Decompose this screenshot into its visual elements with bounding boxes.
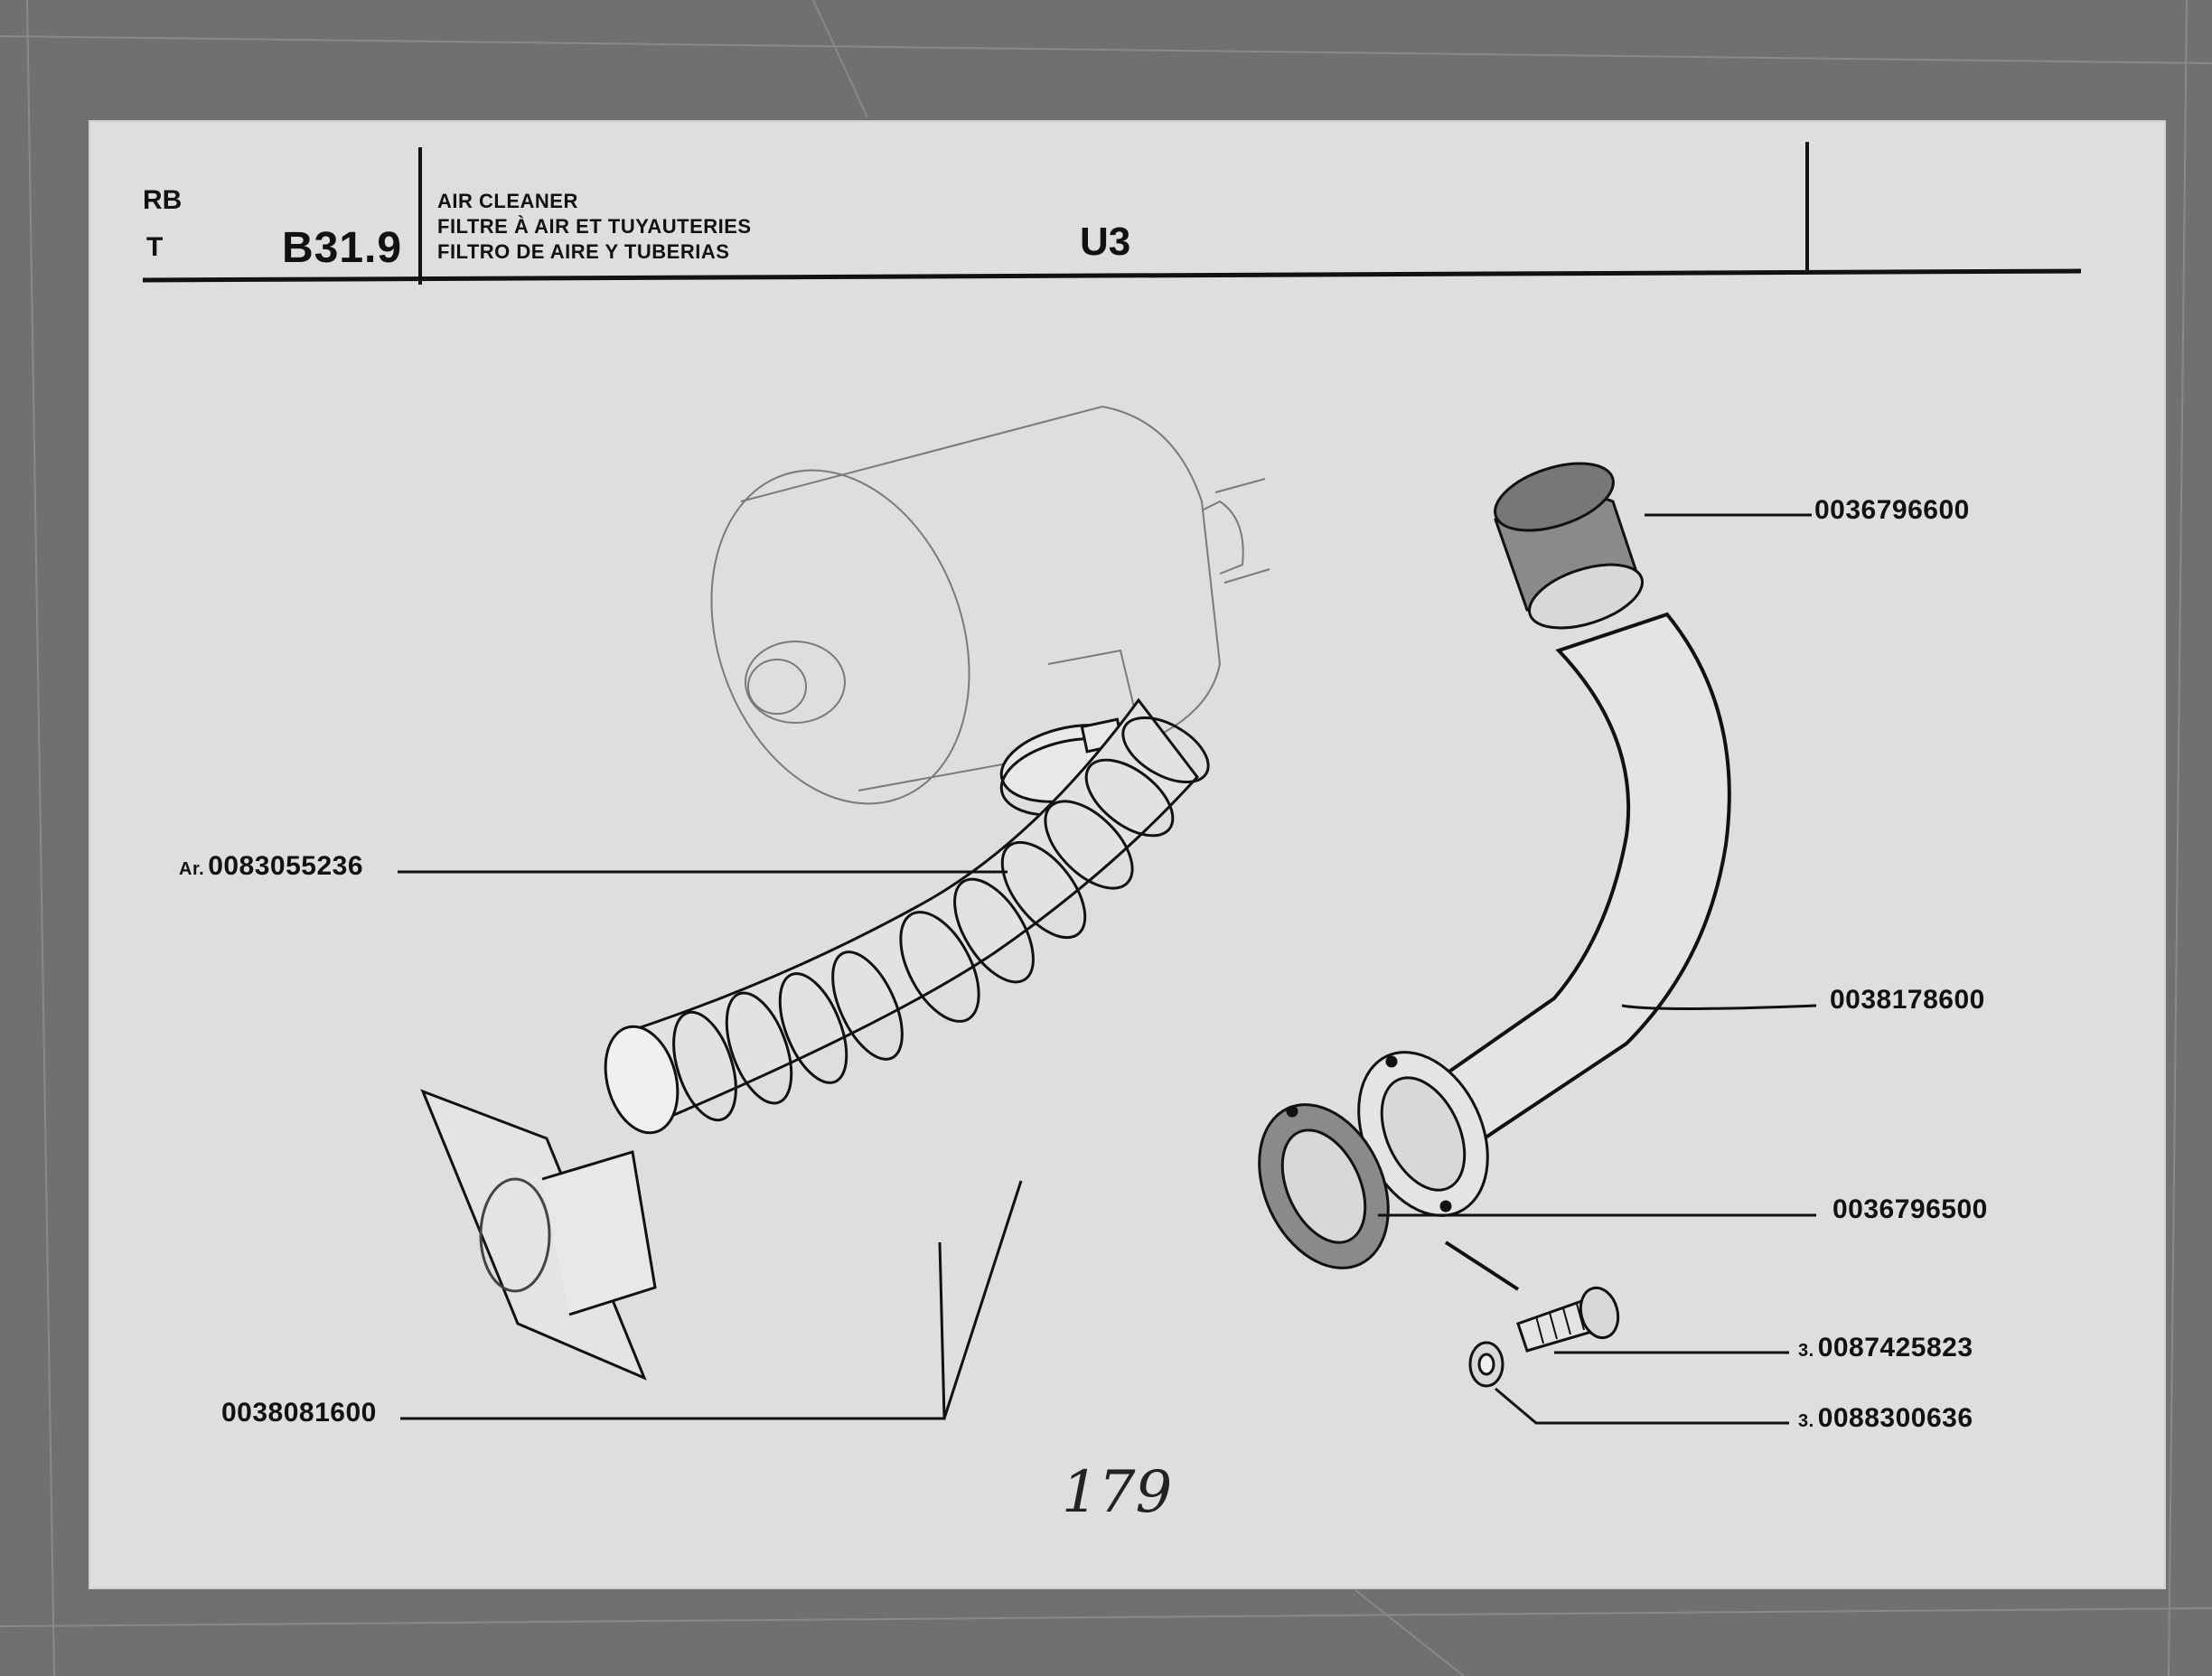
part-label-sleeve: 0036796600 <box>1814 495 1970 526</box>
title-french: FILTRE À AIR ET TUYAUTERIES <box>437 215 752 238</box>
part-prefix: Ar. <box>179 859 205 879</box>
part-label-screw: 3.0087425823 <box>1798 1333 1973 1363</box>
flange-gasket <box>1258 1051 1489 1269</box>
rubber-sleeve <box>1494 462 1645 630</box>
part-label-hose: 0038081600 <box>221 1398 377 1428</box>
header-code-rb: RB <box>143 185 183 215</box>
part-label-clamp: Ar.0083055236 <box>179 851 363 882</box>
title-spanish: FILTRO DE AIRE Y TUBERIAS <box>437 240 730 263</box>
part-number: 0038178600 <box>1830 985 1985 1015</box>
exploded-diagram <box>142 142 2082 1425</box>
part-label-gasket: 0036796500 <box>1832 1194 1988 1225</box>
part-label-washer: 3.0088300636 <box>1798 1403 1973 1434</box>
leader-lines <box>398 513 1817 1425</box>
part-prefix: 3. <box>1798 1411 1814 1431</box>
part-number: 0088300636 <box>1817 1403 1973 1433</box>
handwritten-page-number: 179 <box>1062 1459 1173 1526</box>
title-english: AIR CLEANER <box>437 190 578 212</box>
part-number: 0083055236 <box>208 851 364 881</box>
part-label-pipe: 0038178600 <box>1830 985 1985 1016</box>
corrugated-hose <box>604 698 1210 1135</box>
part-number: 0038081600 <box>221 1398 377 1428</box>
bent-pipe <box>1401 612 1731 1155</box>
mounting-plate <box>420 1089 657 1381</box>
model-code: U3 <box>1080 220 1131 264</box>
air-cleaner-housing <box>710 405 1270 805</box>
header-code-t: T <box>146 232 164 262</box>
part-prefix: 3. <box>1798 1341 1814 1361</box>
part-number: 0036796500 <box>1832 1194 1988 1224</box>
part-number: 0087425823 <box>1817 1333 1973 1362</box>
header-rule <box>142 268 2082 283</box>
part-number: 0036796600 <box>1814 495 1970 525</box>
section-code: B31.9 <box>282 224 403 272</box>
parts-sheet: RB T B31.9 AIR CLEANER FILTRE À AIR ET T… <box>90 122 2164 1587</box>
screw-and-washer <box>1444 1241 1620 1388</box>
